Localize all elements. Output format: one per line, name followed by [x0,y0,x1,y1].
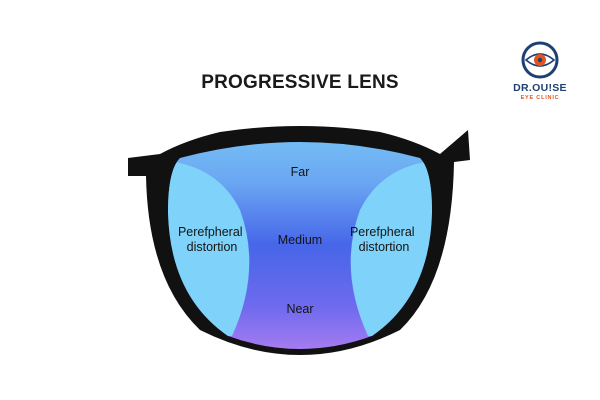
right-distortion-line-2: distortion [359,240,410,254]
right-distortion-label: Perefpheral distortion [350,225,418,254]
near-label: Near [286,302,313,316]
eye-icon [521,41,559,79]
left-distortion-line-2: distortion [187,240,238,254]
diagram-title: PROGRESSIVE LENS [201,72,399,93]
far-label: Far [291,165,310,179]
left-distortion-line-1: Perefpheral [178,225,243,239]
logo-subtitle: EYE CLINIC [520,95,560,101]
left-distortion-label: Perefpheral distortion [178,225,246,254]
right-distortion-line-1: Perefpheral [350,225,415,239]
clinic-logo: DR.OU!SE EYE CLINIC [500,40,580,101]
medium-label: Medium [278,233,322,247]
logo-brand-name: DR.OU!SE [513,82,567,94]
